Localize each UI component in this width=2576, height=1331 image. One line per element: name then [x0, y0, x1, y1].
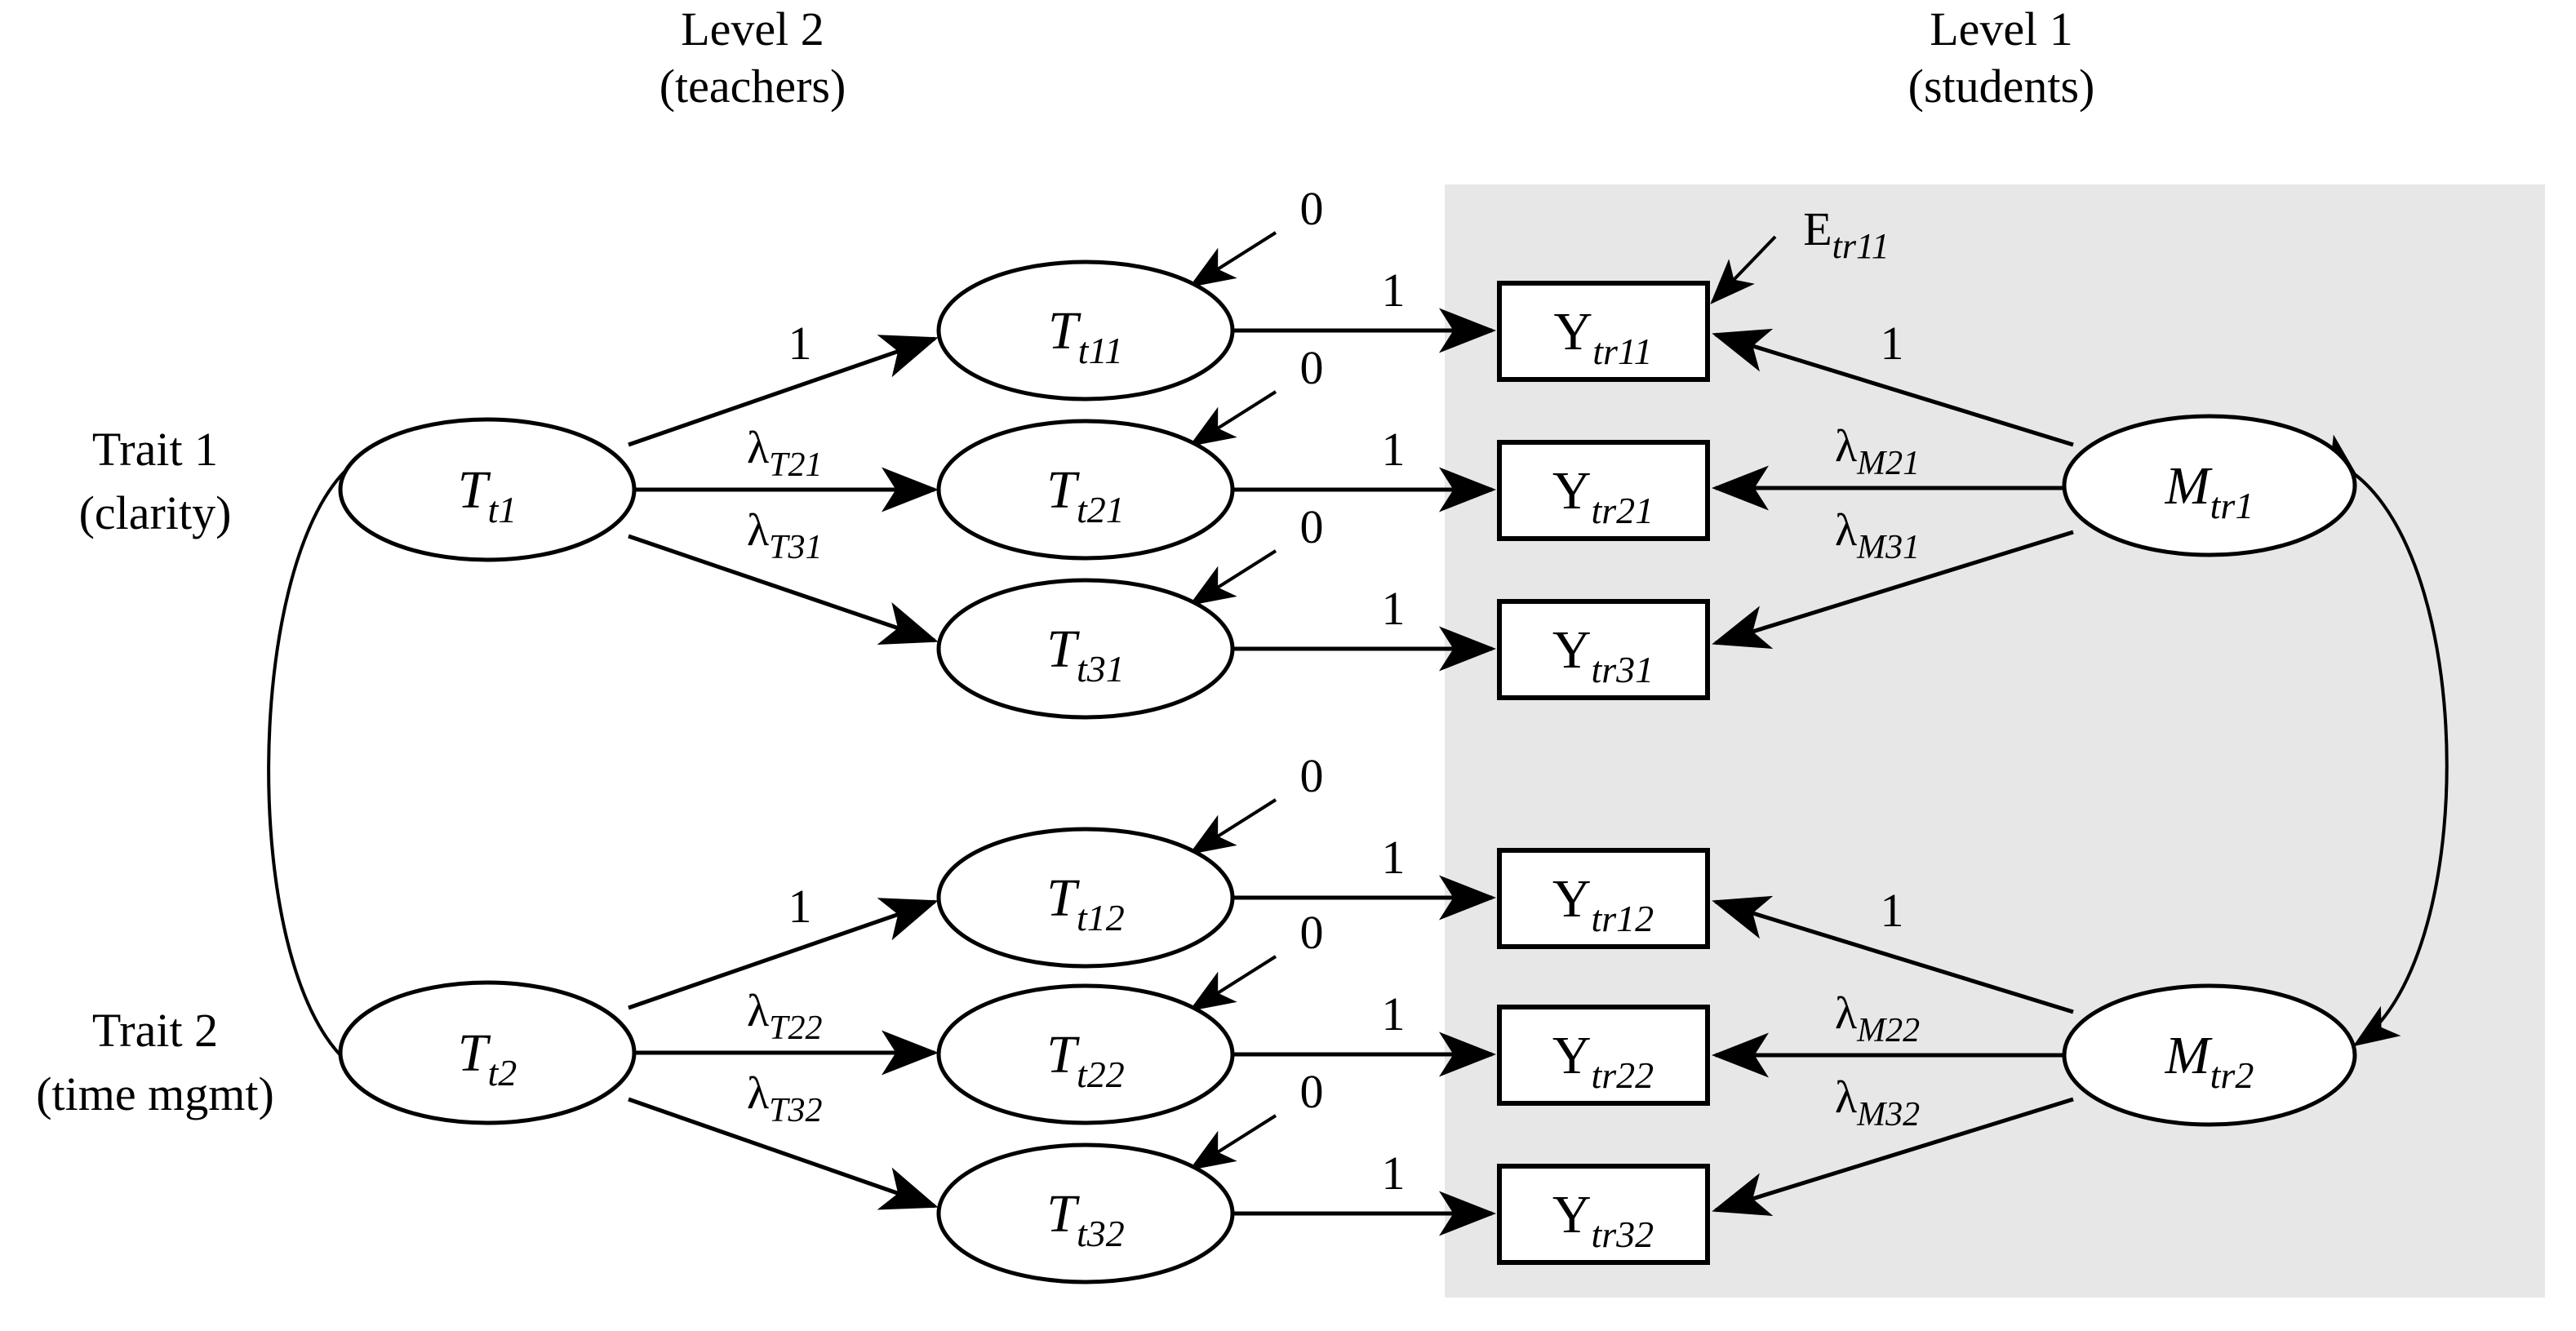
loading-label-lambdaT22: λT22	[747, 986, 823, 1047]
error-arrow-Etr11	[1710, 235, 1777, 304]
node-label-Mtr2: Mtr2	[2165, 1026, 2254, 1096]
node-label-Mtr1: Mtr1	[2165, 456, 2254, 526]
node-label-Ytr32: Ytr32	[1552, 1185, 1654, 1255]
residual-arrow-Tt12	[1188, 798, 1277, 855]
coef-Tt12-to-Ytr12: 1	[1382, 831, 1406, 884]
residual-zero-Tt12: 0	[1300, 749, 1324, 802]
node-label-Ytr22: Ytr22	[1552, 1026, 1654, 1096]
edge-Mtr2-to-Ytr32	[1712, 1097, 2074, 1216]
level1-header-line2: (students)	[1908, 60, 2095, 113]
residual-arrow-Tt31	[1188, 549, 1277, 606]
coef-Tt21-to-Ytr21: 1	[1382, 423, 1406, 476]
node-label-Tt12: Tt12	[1046, 868, 1125, 938]
node-label-Ytr21: Ytr21	[1552, 461, 1654, 531]
level1-header-line1: Level 1	[1930, 2, 2073, 55]
error-label-Etr11: Etr11	[1803, 202, 1890, 266]
node-method-factor-Mtr2[interactable]	[2062, 983, 2357, 1127]
node-level2-indicator-Tt11[interactable]	[936, 260, 1235, 402]
node-trait-factor-Tt2[interactable]	[338, 980, 637, 1125]
residual-zero-Tt32: 0	[1300, 1065, 1324, 1118]
trait2-label-line2: (time mgmt)	[36, 1067, 274, 1120]
node-observed-Ytr11[interactable]	[1497, 281, 1710, 382]
edge-Tt2-to-Tt32	[628, 1097, 939, 1210]
trait1-label-line2: (clarity)	[79, 486, 232, 539]
node-level2-indicator-Tt32[interactable]	[936, 1142, 1235, 1284]
edge-Tt2-to-Tt12	[628, 898, 939, 1010]
loading-label-lambdaT21: λT21	[747, 423, 823, 484]
level2-header-line2: (teachers)	[660, 60, 846, 113]
node-label-Tt2: Tt2	[458, 1023, 517, 1094]
node-label-Tt21: Tt21	[1046, 460, 1125, 530]
node-label-Tt32: Tt32	[1046, 1184, 1125, 1254]
method-loading-label-lambdaM21: λM21	[1835, 421, 1920, 482]
residual-zero-Tt11: 0	[1300, 182, 1324, 235]
node-observed-Ytr32[interactable]	[1497, 1164, 1710, 1265]
edge-Mtr1-to-Ytr31	[1712, 530, 2074, 649]
node-label-Ytr12: Ytr12	[1552, 869, 1654, 939]
node-method-factor-Mtr1[interactable]	[2062, 414, 2357, 557]
coef-Tt31-to-Ytr31: 1	[1382, 582, 1406, 635]
residual-zero-Tt22: 0	[1300, 906, 1324, 959]
residual-arrow-Tt11	[1188, 231, 1277, 288]
node-observed-Ytr21[interactable]	[1497, 440, 1710, 541]
edge-Tt1-to-Tt31	[628, 534, 939, 646]
node-observed-Ytr22[interactable]	[1497, 1005, 1710, 1106]
node-label-Tt22: Tt22	[1046, 1025, 1125, 1095]
residual-zero-Tt21: 0	[1300, 341, 1324, 394]
method-loading-label-M-2-fixed: 1	[1881, 884, 1904, 937]
node-level2-indicator-Tt31[interactable]	[936, 578, 1235, 720]
edge-Mtr1-to-Ytr11	[1712, 328, 2074, 447]
method-loading-label-lambdaM31: λM31	[1835, 505, 1920, 566]
residual-zero-Tt31: 0	[1300, 500, 1324, 553]
trait-covariance-path	[267, 468, 348, 1063]
node-label-Tt31: Tt31	[1046, 619, 1125, 690]
residual-arrow-Tt32	[1188, 1114, 1277, 1171]
method-loading-label-M-1-fixed: 1	[1881, 317, 1904, 370]
node-level2-indicator-Tt12[interactable]	[936, 827, 1235, 969]
node-label-Tt1: Tt1	[458, 460, 517, 530]
node-level2-indicator-Tt22[interactable]	[936, 983, 1235, 1125]
node-trait-factor-Tt1[interactable]	[338, 417, 637, 562]
method-loading-label-lambdaM32: λM32	[1835, 1072, 1920, 1134]
node-observed-Ytr12[interactable]	[1497, 848, 1710, 949]
loading-label-T-2-fixed: 1	[788, 880, 812, 933]
node-label-Ytr11: Ytr11	[1554, 302, 1653, 372]
residual-arrow-Tt21	[1188, 390, 1277, 447]
trait1-label-line1: Trait 1	[92, 423, 218, 476]
loading-label-T-1-fixed: 1	[788, 317, 812, 370]
node-observed-Ytr31[interactable]	[1497, 599, 1710, 700]
loading-label-lambdaT31: λT31	[747, 505, 823, 566]
method-loading-label-lambdaM22: λM22	[1835, 988, 1920, 1049]
loading-label-lambdaT32: λT32	[747, 1068, 823, 1129]
edge-Tt1-to-Tt11	[628, 335, 939, 447]
coef-Tt11-to-Ytr11: 1	[1382, 264, 1406, 317]
level2-header-line1: Level 2	[681, 2, 824, 55]
node-label-Ytr31: Ytr31	[1552, 620, 1654, 690]
residual-arrow-Tt22	[1188, 955, 1277, 1012]
trait2-label-line1: Trait 2	[92, 1004, 218, 1057]
coef-Tt32-to-Ytr32: 1	[1382, 1147, 1406, 1200]
node-level2-indicator-Tt21[interactable]	[936, 419, 1235, 561]
edge-Mtr2-to-Ytr12	[1712, 895, 2074, 1014]
node-label-Tt11: Tt11	[1048, 301, 1123, 371]
method-covariance-path	[2311, 434, 2449, 1047]
coef-Tt22-to-Ytr22: 1	[1382, 987, 1406, 1040]
